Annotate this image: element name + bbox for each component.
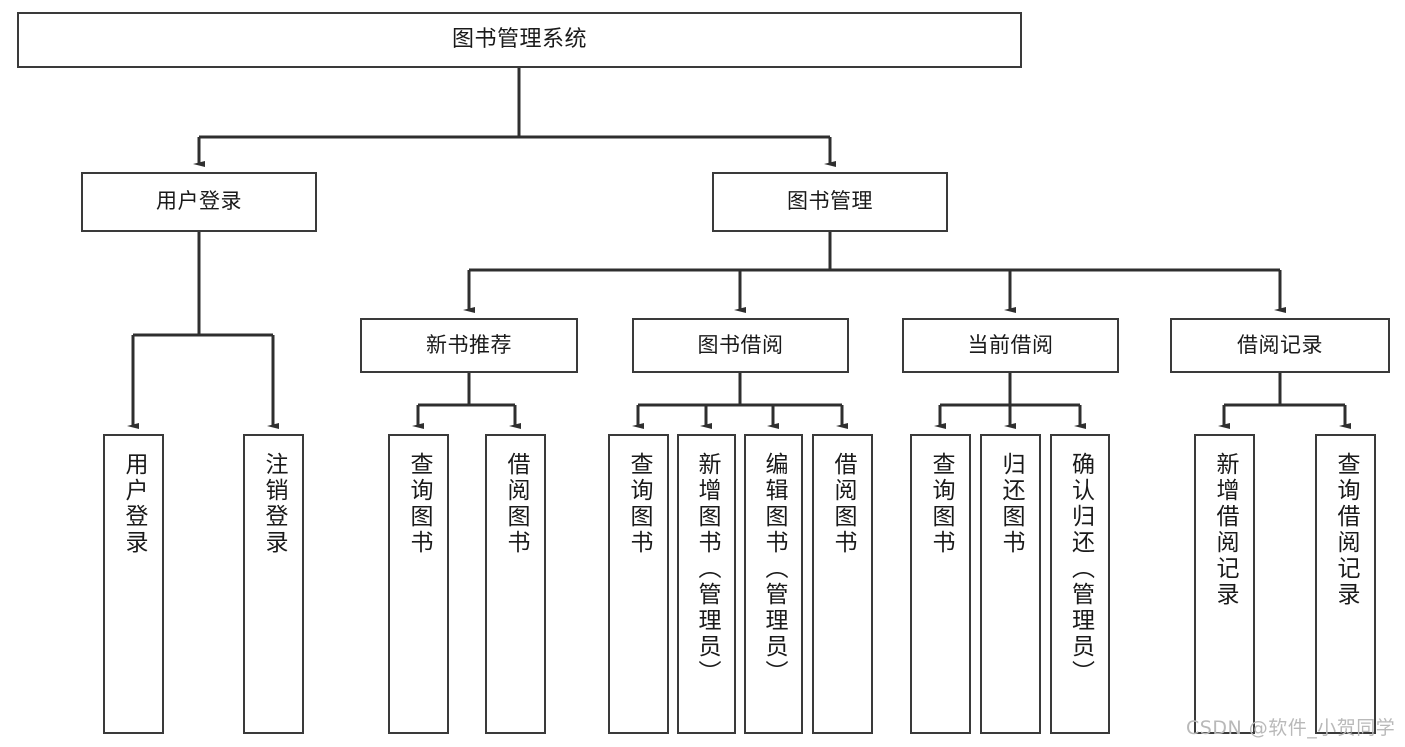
node-current-borrow[interactable]: 当前借阅 (902, 318, 1119, 373)
node-user-login-label: 用户登录 (156, 189, 242, 214)
node-leaf-add-record[interactable]: 新增借阅记录 (1194, 434, 1255, 734)
node-leaf-add-book-label: 新增图书（管理员） (694, 452, 720, 686)
node-leaf-return-book-label: 归还图书 (998, 452, 1024, 556)
node-leaf-query-book-2-label: 查询图书 (626, 452, 652, 556)
node-current-borrow-label: 当前借阅 (967, 332, 1054, 357)
node-leaf-query-book-2[interactable]: 查询图书 (608, 434, 669, 734)
node-leaf-logout-label: 注销登录 (261, 452, 287, 556)
node-leaf-borrow-book-1[interactable]: 借阅图书 (485, 434, 546, 734)
node-book-manage-label: 图书管理 (787, 189, 873, 214)
node-book-borrow[interactable]: 图书借阅 (632, 318, 849, 373)
node-root-label: 图书管理系统 (451, 26, 587, 52)
node-leaf-user-login[interactable]: 用户登录 (103, 434, 164, 734)
node-leaf-add-record-label: 新增借阅记录 (1212, 452, 1238, 608)
node-leaf-borrow-book-2-label: 借阅图书 (830, 452, 856, 556)
node-leaf-edit-book[interactable]: 编辑图书（管理员） (744, 434, 803, 734)
node-leaf-query-record-label: 查询借阅记录 (1333, 452, 1359, 608)
watermark: CSDN @软件_小贺同学 (1186, 717, 1396, 739)
node-leaf-user-login-label: 用户登录 (121, 452, 147, 556)
node-leaf-query-book-1[interactable]: 查询图书 (388, 434, 449, 734)
node-book-manage[interactable]: 图书管理 (712, 172, 948, 232)
node-leaf-edit-book-label: 编辑图书（管理员） (761, 452, 787, 686)
node-leaf-confirm-return[interactable]: 确认归还（管理员） (1050, 434, 1110, 734)
node-book-borrow-label: 图书借阅 (697, 332, 784, 357)
node-leaf-logout[interactable]: 注销登录 (243, 434, 304, 734)
node-leaf-query-book-1-label: 查询图书 (406, 452, 432, 556)
node-leaf-query-book-3-label: 查询图书 (928, 452, 954, 556)
node-new-book-rec[interactable]: 新书推荐 (360, 318, 578, 373)
node-new-book-rec-label: 新书推荐 (426, 332, 512, 357)
node-root[interactable]: 图书管理系统 (17, 12, 1022, 68)
node-borrow-record-label: 借阅记录 (1237, 332, 1323, 357)
node-leaf-add-book[interactable]: 新增图书（管理员） (677, 434, 736, 734)
node-leaf-borrow-book-1-label: 借阅图书 (503, 452, 529, 556)
node-leaf-return-book[interactable]: 归还图书 (980, 434, 1041, 734)
node-leaf-query-record[interactable]: 查询借阅记录 (1315, 434, 1376, 734)
node-user-login[interactable]: 用户登录 (81, 172, 317, 232)
node-leaf-query-book-3[interactable]: 查询图书 (910, 434, 971, 734)
node-leaf-confirm-return-label: 确认归还（管理员） (1067, 452, 1094, 686)
node-leaf-borrow-book-2[interactable]: 借阅图书 (812, 434, 873, 734)
node-borrow-record[interactable]: 借阅记录 (1170, 318, 1390, 373)
